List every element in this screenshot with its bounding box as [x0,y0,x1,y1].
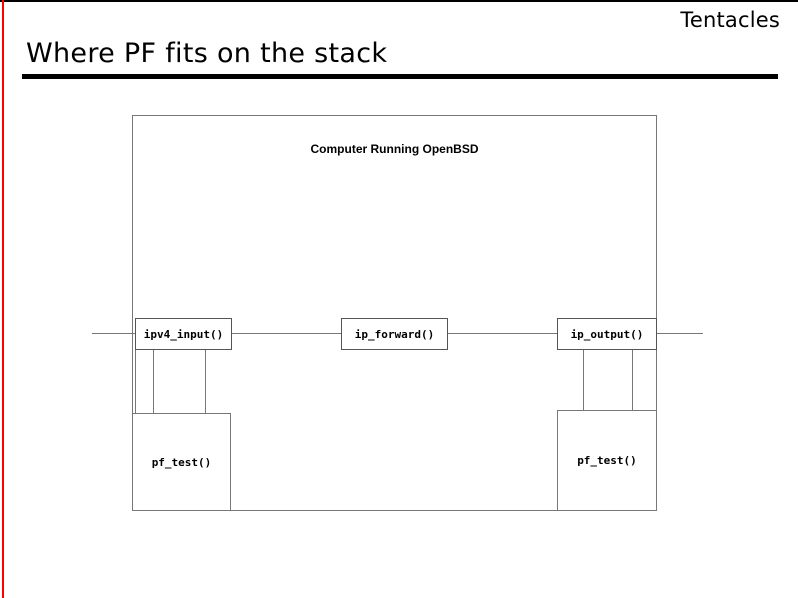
function-label-ipv4-input: ipv4_input() [143,327,224,341]
function-box-ip-output[interactable]: ip_output() [557,318,657,350]
function-label-ip-output: ip_output() [570,327,644,341]
wire-input-mid-down [153,349,154,414]
filter-box-pf-test-ingress[interactable]: pf_test() [132,413,231,511]
title-underline-rule [22,74,778,79]
wire-ingress-external [92,333,136,334]
deck-name: Tentacles [680,8,780,32]
wire-forward-to-output [447,333,558,334]
wire-input-to-forward [231,333,342,334]
wire-output-mid-down [632,349,633,411]
page-title: Where PF fits on the stack [26,38,388,69]
host-label: Computer Running OpenBSD [310,142,479,156]
filter-label-pf-test-ingress: pf_test() [151,455,212,469]
wire-input-left-down [135,349,136,414]
left-accent-rule [2,0,4,598]
top-border-rule [0,0,798,2]
function-label-ip-forward: ip_forward() [354,327,435,341]
wire-egress-external [656,333,703,334]
host-boundary-box [132,115,657,511]
wire-output-left-down [583,349,584,411]
function-box-ipv4-input[interactable]: ipv4_input() [135,318,232,350]
wire-input-right-down [205,349,206,414]
filter-box-pf-test-egress[interactable]: pf_test() [557,410,657,511]
wire-output-right-down [656,349,657,411]
function-box-ip-forward[interactable]: ip_forward() [341,318,448,350]
filter-label-pf-test-egress: pf_test() [577,454,637,467]
